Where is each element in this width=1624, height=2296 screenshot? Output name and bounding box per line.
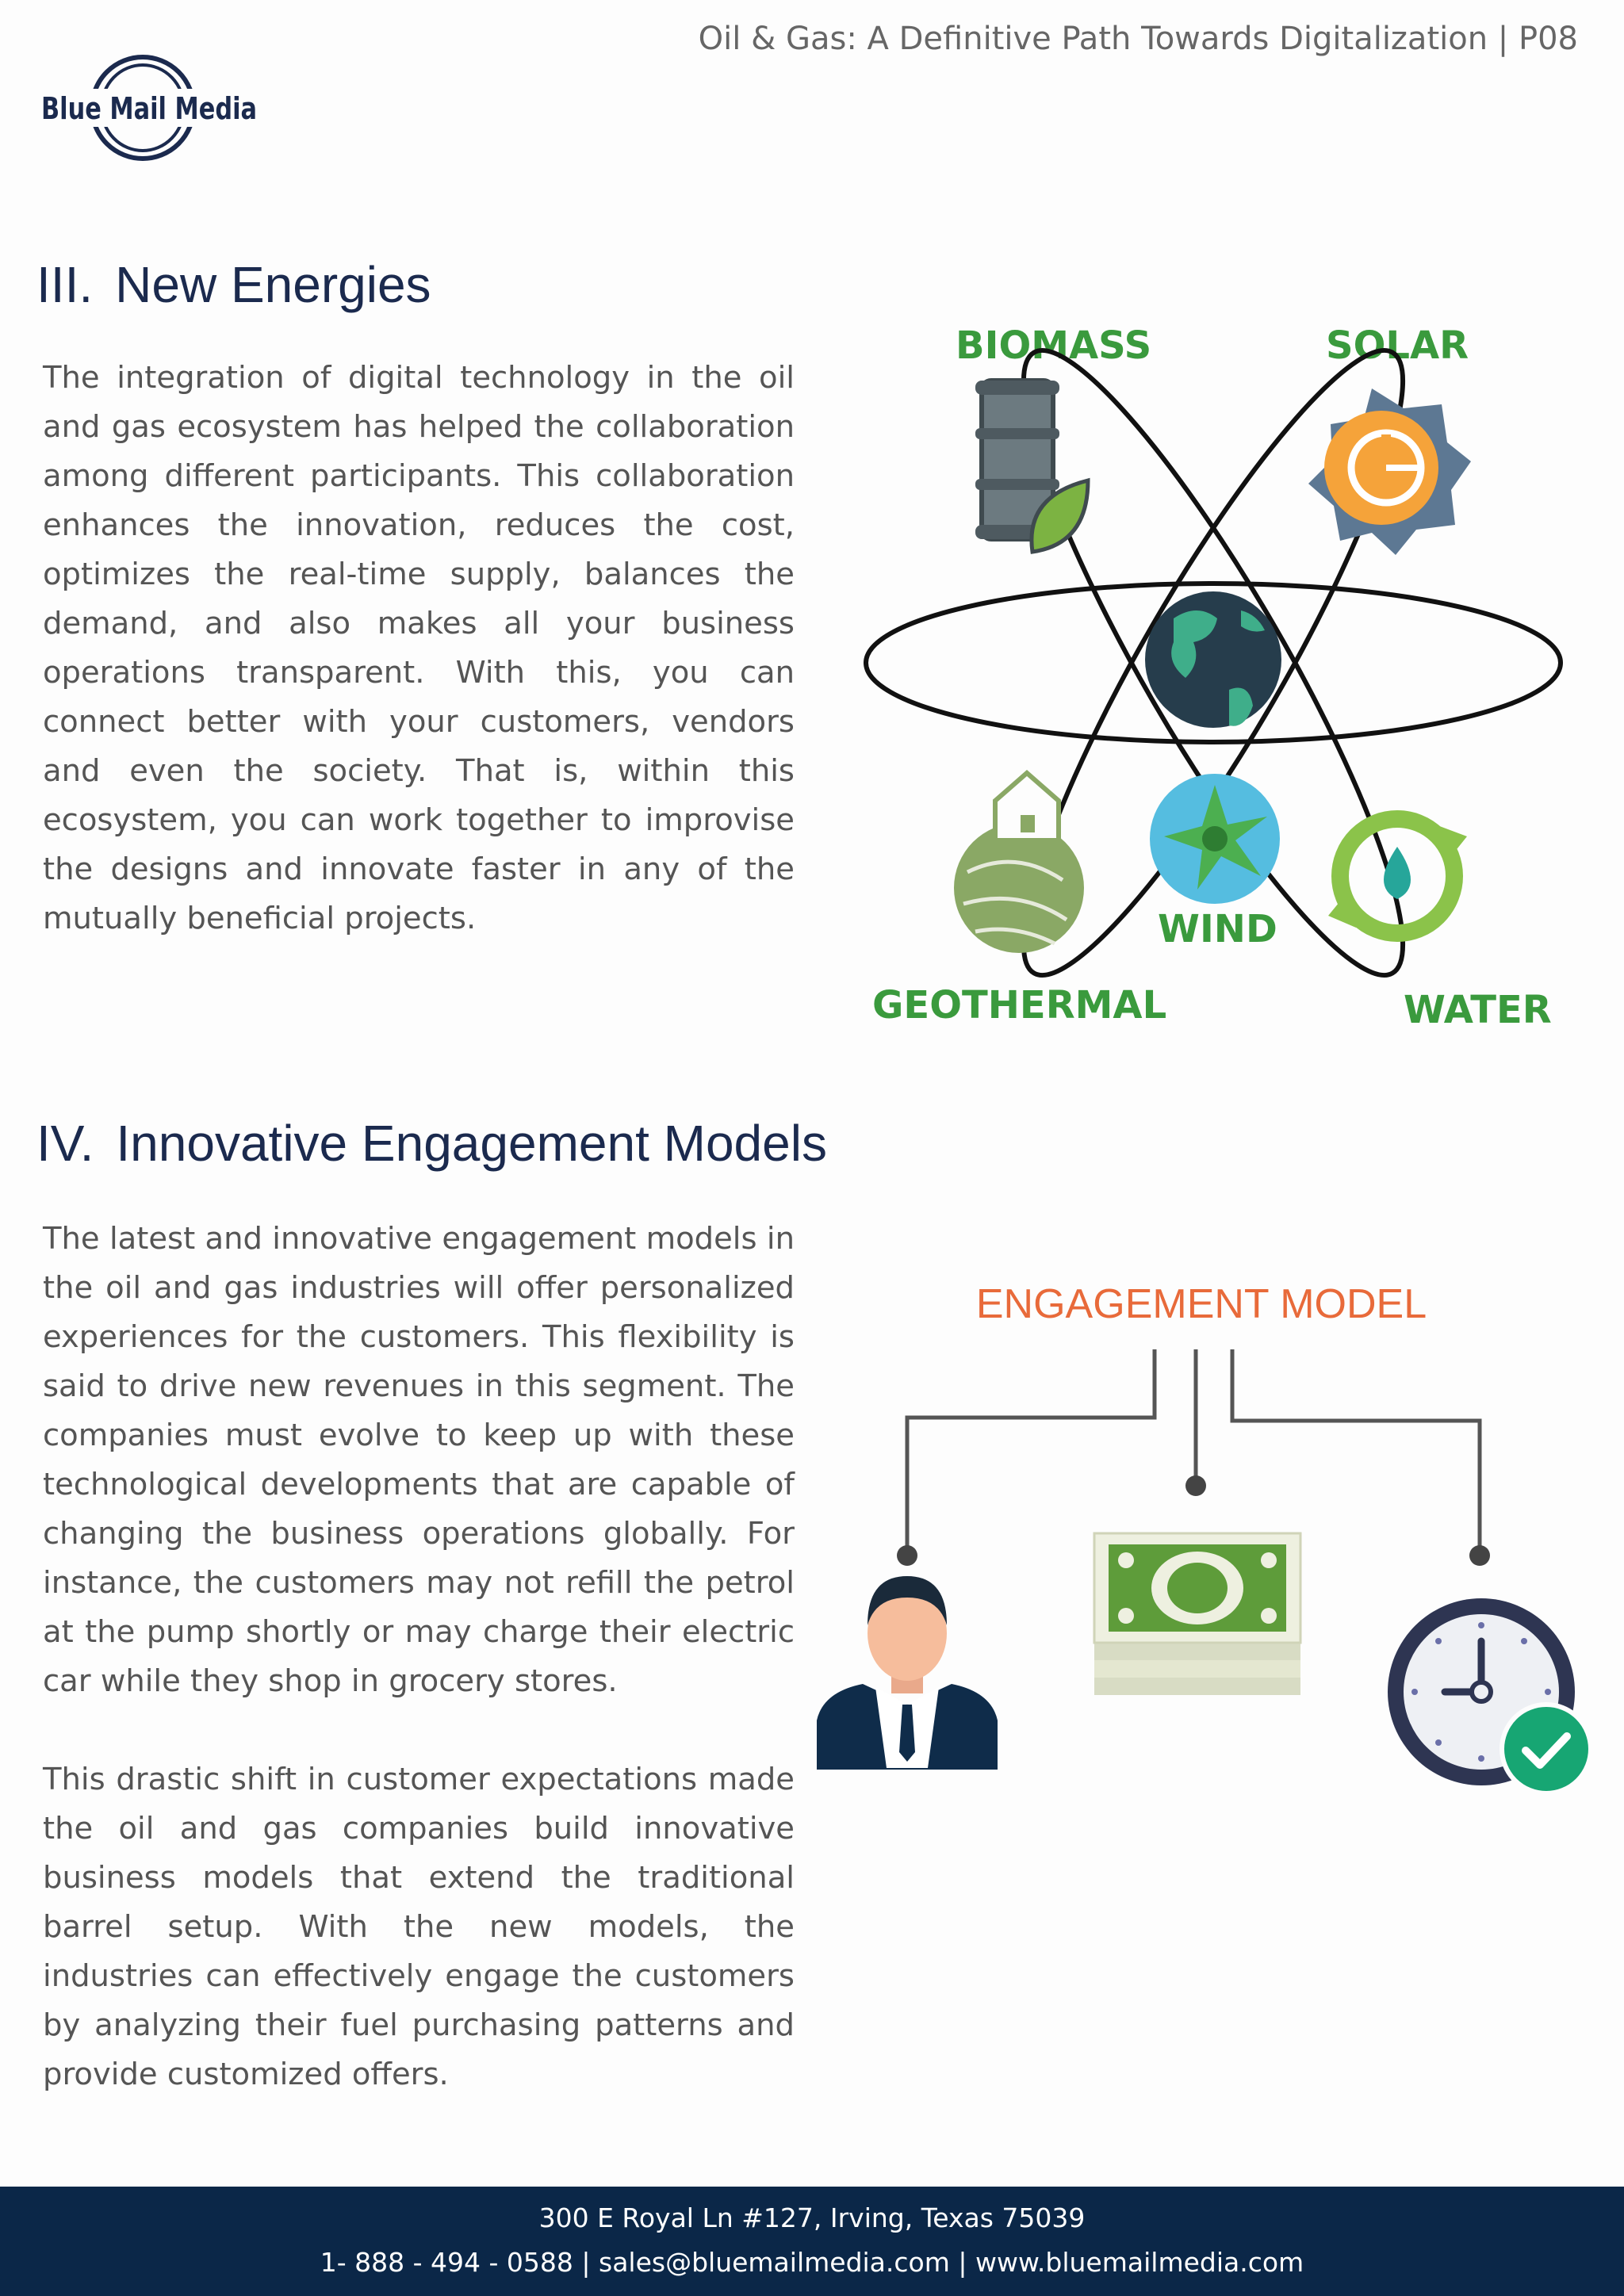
wind-icon <box>1150 774 1280 904</box>
atom-orbits <box>864 347 1563 978</box>
engagement-paragraph-2: This drastic shift in customer expectati… <box>43 1762 795 2092</box>
section-heading-engagement-models: IV. Innovative Engagement Models <box>36 1114 827 1173</box>
section-title: New Energies <box>115 256 431 313</box>
engagement-models-text: The latest and innovative engagement mod… <box>43 1215 795 2099</box>
section-number: IV. <box>36 1115 94 1172</box>
blue-mail-media-logo: Blue Mail Media <box>38 55 268 161</box>
connector-lines <box>905 1349 1482 1554</box>
new-energies-diagram: BIOMASS SOLAR WIND GEOTHERMAL WATER <box>864 323 1563 1032</box>
globe-icon <box>1145 591 1281 728</box>
connector-dot <box>1469 1545 1490 1566</box>
page-footer: 300 E Royal Ln #127, Irving, Texas 75039… <box>0 2187 1624 2296</box>
section-heading-new-energies: III. New Energies <box>36 255 431 314</box>
engagement-model-title: ENGAGEMENT MODEL <box>976 1281 1427 1327</box>
section-number: III. <box>36 256 94 313</box>
new-energies-paragraph: The integration of digital technology in… <box>43 360 795 936</box>
footer-contact: 1- 888 - 494 - 0588 | sales@bluemailmedi… <box>320 2247 1304 2278</box>
footer-address: 300 E Royal Ln #127, Irving, Texas 75039 <box>538 2202 1086 2233</box>
connector-dot <box>897 1545 917 1566</box>
money-stack-icon <box>1093 1532 1302 1695</box>
oil-barrel-leaf-icon <box>975 378 1090 554</box>
water-recycle-icon <box>1328 810 1467 942</box>
clock-check-icon <box>1388 1598 1593 1796</box>
label-geothermal: GEOTHERMAL <box>872 983 1166 1027</box>
geothermal-icon <box>954 770 1084 953</box>
engagement-model-diagram: ENGAGEMENT MODEL <box>817 1281 1593 1796</box>
logo-text: Blue Mail Media <box>41 91 257 126</box>
label-water: WATER <box>1404 988 1552 1032</box>
connector-dot <box>1185 1475 1206 1496</box>
customer-person-icon <box>817 1576 998 1770</box>
section-title: Innovative Engagement Models <box>116 1115 827 1172</box>
page-header-title: Oil & Gas: A Definitive Path Towards Dig… <box>698 21 1578 57</box>
solar-sun-icon <box>1308 388 1471 555</box>
label-wind: WIND <box>1158 907 1277 951</box>
engagement-paragraph-1: The latest and innovative engagement mod… <box>43 1221 795 1699</box>
label-biomass: BIOMASS <box>956 323 1151 368</box>
